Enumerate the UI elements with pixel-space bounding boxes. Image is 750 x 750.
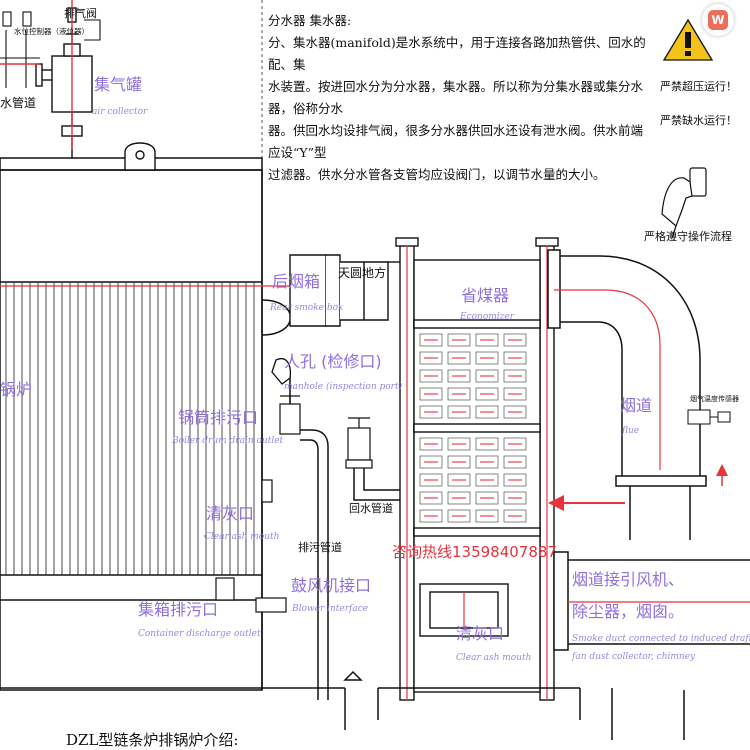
manifold-title: 分水器 集水器: bbox=[268, 13, 352, 28]
rear-smoke-box-label: 后烟箱 bbox=[272, 272, 321, 291]
ash-mouth-right-en-label: Clear ash mouth bbox=[456, 653, 532, 663]
economizer-flow-arrows bbox=[424, 339, 522, 517]
rear-smoke-box bbox=[289, 254, 400, 327]
economizer-label: 省煤器 bbox=[461, 286, 510, 305]
water-level-meter bbox=[0, 11, 101, 88]
manhole-en-label: manhole (inspection port) bbox=[284, 382, 403, 392]
return-pipe-label: 回水管道 bbox=[349, 502, 393, 515]
manhole-label: 人孔 (检修口) bbox=[284, 352, 382, 371]
economizer bbox=[395, 237, 559, 701]
ash-mouth-left-en-label: Clear ash mouth bbox=[204, 532, 280, 542]
flue-duct bbox=[547, 249, 707, 540]
boiler-furnace-label: 锅炉 bbox=[0, 380, 33, 399]
container-drain-en-label: Container discharge outlet bbox=[138, 629, 261, 639]
warning-no-water-shortage: 严禁缺水运行！ bbox=[660, 114, 737, 127]
manifold-line-3: 器。供回水均设排气阀，很多分水器供回水还设有泄水阀。供水前端应设“Y”型 bbox=[268, 123, 644, 160]
manifold-line-1: 分、集水器(manifold)是水系统中，用于连接各路加热管供、回水的配、集 bbox=[268, 35, 646, 72]
smoke-duct-en-label-2: fan dust collector, chimney bbox=[572, 652, 696, 662]
drain-pipe-label: 排污管道 bbox=[298, 541, 342, 554]
warning-follow-procedure: 严格遵守操作流程 bbox=[644, 230, 732, 243]
air-collector-label: 集气罐 bbox=[94, 75, 143, 94]
rear-smoke-box-en-label: Rear smoke box bbox=[270, 303, 344, 313]
flue-thermometer-icon bbox=[687, 409, 731, 425]
level-meter-label: 水位控制器（液位器） bbox=[14, 27, 89, 36]
pipes bbox=[289, 370, 400, 700]
economizer-tubes bbox=[419, 333, 527, 523]
valves bbox=[279, 395, 373, 469]
flue-label: 烟道 bbox=[620, 396, 653, 415]
warning-no-overpressure: 严禁超压运行！ bbox=[660, 80, 737, 93]
air-collector-en-label: air collector bbox=[92, 107, 148, 117]
smoke-duct-en-label-1: Smoke duct connected to induced draft bbox=[572, 634, 750, 644]
footer-title: DZL型链条炉排锅炉介绍: bbox=[66, 731, 239, 749]
blower-en-label: Blower interface bbox=[292, 604, 369, 614]
corner-app-button[interactable]: W bbox=[702, 4, 734, 36]
flue-thermometer-label: 烟气温度传感器 bbox=[690, 395, 739, 403]
drum-drain-en-label: Boiler drum drain outlet bbox=[172, 436, 284, 446]
foundation bbox=[0, 670, 685, 740]
smoke-duct-label-2: 除尘器，烟囱。 bbox=[572, 602, 685, 621]
water-pipe-label: 水管道 bbox=[0, 96, 37, 110]
manifold-line-4: 过滤器。供水分水管各支管均应设阀门，以调节水量的大小。 bbox=[268, 167, 606, 182]
ash-mouth-right-label: 清灰口 bbox=[456, 624, 505, 643]
smoke-duct-label-1: 烟道接引风机、 bbox=[572, 570, 685, 589]
ash-mouth-left-label: 清灰口 bbox=[206, 504, 255, 523]
corner-app-icon: W bbox=[708, 10, 728, 30]
warning-triangle-icon bbox=[662, 18, 714, 61]
exhaust-valve-label: 排气阀 bbox=[64, 7, 97, 20]
tube-bank bbox=[5, 282, 255, 575]
economizer-en-label: Economizer bbox=[460, 312, 515, 322]
manifold-description: 分水器 集水器: 分、集水器(manifold)是水系统中，用于连接各路加热管供… bbox=[268, 10, 648, 186]
drum-drain-label: 锅筒排污口 bbox=[178, 408, 259, 427]
container-drain-label: 集箱排污口 bbox=[138, 600, 219, 619]
flue-en-label: flue bbox=[622, 426, 640, 436]
hotline-text: 咨询热线13598407887 bbox=[392, 543, 557, 561]
hand-gauge-icon bbox=[661, 167, 707, 239]
tianyuan-difang-label: 天圆地方 bbox=[338, 266, 387, 280]
smoke-duct-outlet bbox=[553, 551, 750, 651]
blower-label: 鼓风机接口 bbox=[291, 576, 372, 595]
manifold-line-2: 水装置。按进回水分为分水器，集水器。所以称为分集水器或集分水器，俗称分水 bbox=[268, 79, 644, 116]
